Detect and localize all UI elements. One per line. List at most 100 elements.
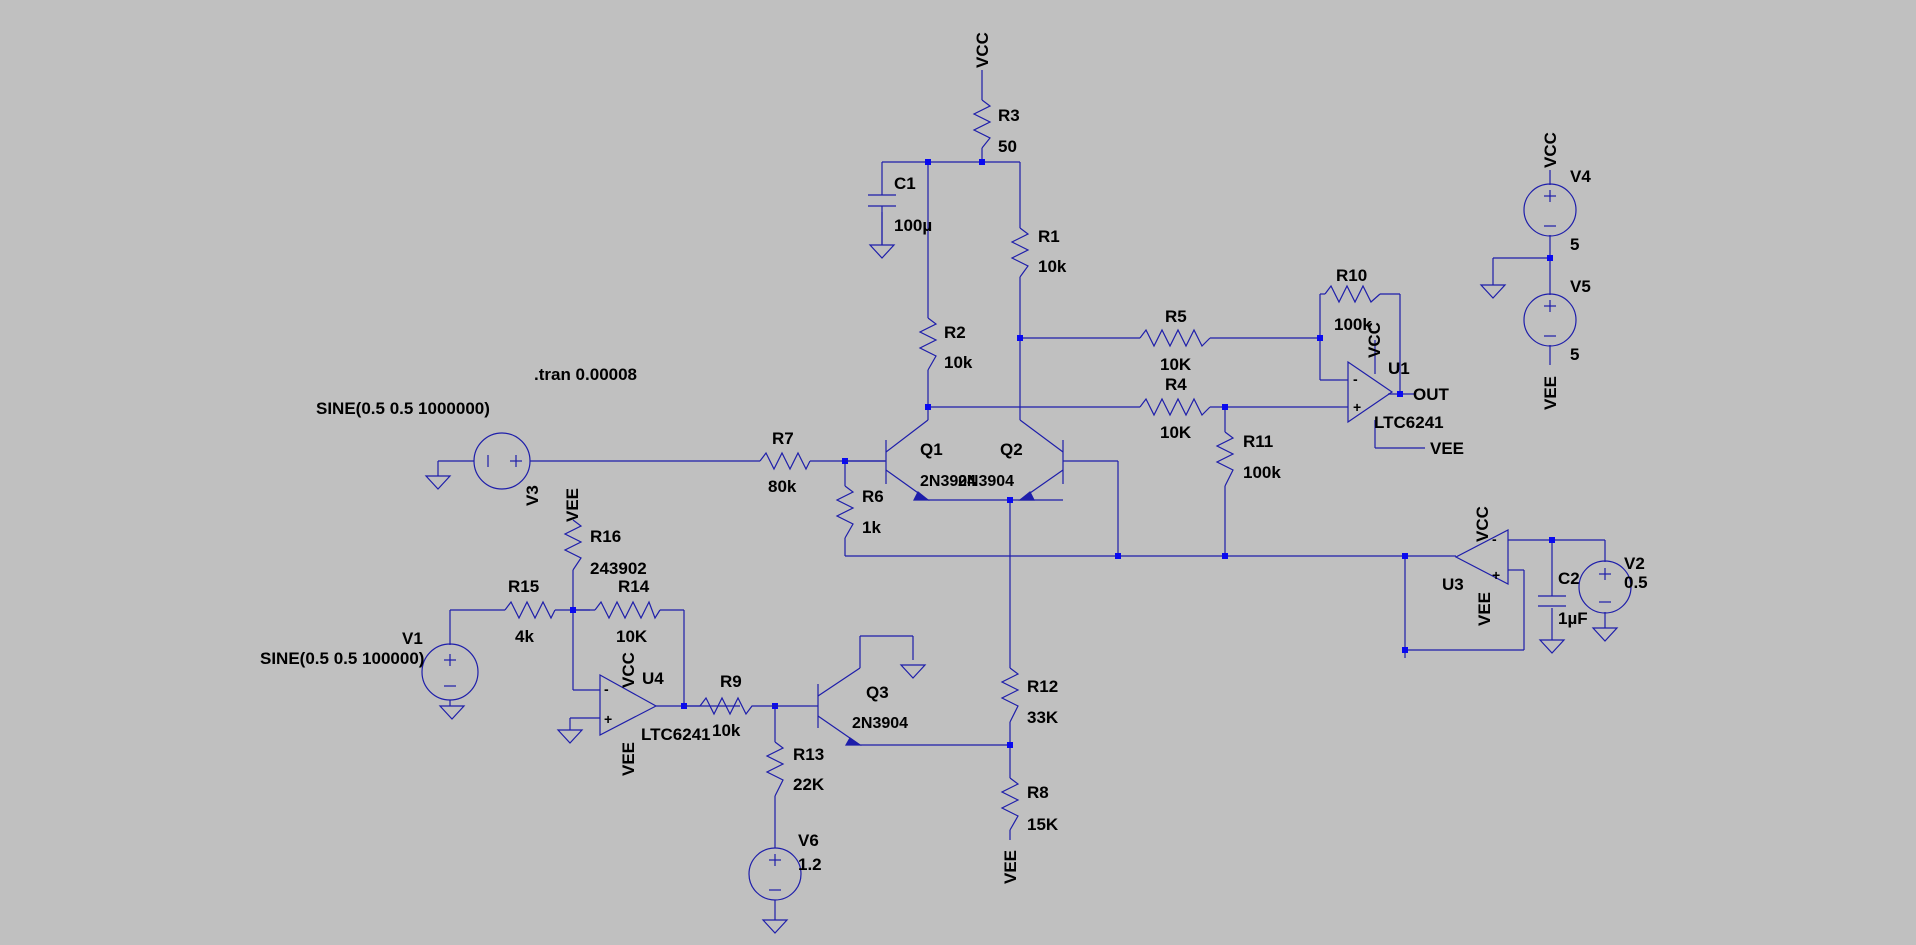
- resistor-r15[interactable]: R15 4k: [504, 577, 556, 646]
- resistor-r2[interactable]: R2 10k: [918, 317, 973, 372]
- r11-name: R11: [1243, 432, 1273, 451]
- vee-label-r8: VEE: [1001, 850, 1020, 884]
- source-v3[interactable]: SINE(0.5 0.5 1000000) V3: [316, 399, 542, 506]
- source-v4[interactable]: V4 5: [1523, 167, 1591, 254]
- resistor-r6[interactable]: R6 1k: [835, 485, 884, 539]
- source-v2[interactable]: V2 0.5: [1578, 554, 1648, 614]
- u4-vcc-label: VCC: [619, 652, 638, 688]
- v6-value: 1.2: [798, 855, 822, 874]
- r4-name: R4: [1165, 375, 1187, 394]
- resistor-r9[interactable]: R9 10k: [684, 672, 780, 740]
- r1-name: R1: [1038, 227, 1060, 246]
- r13-value: 22K: [793, 775, 825, 794]
- resistor-r10[interactable]: R10 100k: [1324, 266, 1381, 334]
- net-labels: VCC VCC VEE VEE VEE: [563, 32, 1560, 884]
- r5-value: 10K: [1160, 355, 1192, 374]
- source-v5[interactable]: V5 5: [1523, 277, 1591, 364]
- ground-symbols: [424, 244, 1619, 934]
- v4-value: 5: [1570, 235, 1579, 254]
- c2-value: 1µF: [1558, 609, 1588, 628]
- r8-value: 15K: [1027, 815, 1059, 834]
- resistor-r8[interactable]: R8 15K: [1000, 777, 1059, 834]
- opamp-u3[interactable]: - + U3 VCC VEE: [1442, 506, 1509, 626]
- resistor-r16[interactable]: R16 243902: [563, 519, 647, 578]
- r6-value: 1k: [862, 518, 881, 537]
- r8-name: R8: [1027, 783, 1049, 802]
- v3-name: V3: [523, 485, 542, 506]
- transistor-q1[interactable]: Q1 2N3904: [845, 419, 976, 501]
- r15-value: 4k: [515, 627, 534, 646]
- v3-value: SINE(0.5 0.5 1000000): [316, 399, 490, 418]
- u1-name: U1: [1388, 359, 1410, 378]
- r14-name: R14: [618, 577, 650, 596]
- r2-name: R2: [944, 323, 966, 342]
- resistor-r4[interactable]: R4 10K: [1139, 375, 1211, 442]
- junction-dots: [570, 159, 1555, 748]
- capacitor-c1[interactable]: C1 100µ: [868, 174, 932, 245]
- resistor-r7[interactable]: R7 80k: [759, 429, 811, 496]
- resistor-r12[interactable]: R12 33K: [1000, 667, 1059, 727]
- resistor-r14[interactable]: R14 10K: [594, 577, 661, 646]
- v1-name: V1: [402, 629, 423, 648]
- vee-label-v5: VEE: [1541, 376, 1560, 410]
- q2-name: Q2: [1000, 440, 1023, 459]
- spice-directive[interactable]: .tran 0.00008: [534, 365, 637, 384]
- r13-name: R13: [793, 745, 824, 764]
- r4-value: 10K: [1160, 423, 1192, 442]
- v6-name: V6: [798, 831, 819, 850]
- u4-vee-label: VEE: [619, 742, 638, 776]
- vee-label-r16: VEE: [563, 488, 582, 522]
- u1-model: LTC6241: [1374, 413, 1444, 432]
- u1-vcc-label: VCC: [1365, 322, 1384, 358]
- svg-text:+: +: [1353, 399, 1361, 415]
- r3-name: R3: [998, 106, 1020, 125]
- r7-value: 80k: [768, 477, 797, 496]
- opamp-u1[interactable]: - + U1 LTC6241 OUT VEE VCC: [1340, 322, 1464, 458]
- r14-value: 10K: [616, 627, 648, 646]
- v4-name: V4: [1570, 167, 1591, 186]
- r16-name: R16: [590, 527, 621, 546]
- r9-name: R9: [720, 672, 742, 691]
- r3-value: 50: [998, 137, 1017, 156]
- v2-name: V2: [1624, 554, 1645, 573]
- u3-name: U3: [1442, 575, 1464, 594]
- source-v1[interactable]: SINE(0.5 0.5 100000) V1: [260, 629, 479, 706]
- v5-value: 5: [1570, 345, 1579, 364]
- q3-name: Q3: [866, 683, 889, 702]
- r9-value: 10k: [712, 721, 741, 740]
- q3-model: 2N3904: [852, 715, 908, 732]
- svg-text:-: -: [604, 681, 609, 697]
- u1-out-label: OUT: [1413, 385, 1450, 404]
- resistor-r3[interactable]: R3 50: [972, 99, 1020, 156]
- resistor-r13[interactable]: R13 22K: [765, 741, 825, 797]
- u4-name: U4: [642, 669, 664, 688]
- r12-value: 33K: [1027, 708, 1059, 727]
- c2-name: C2: [1558, 569, 1580, 588]
- c1-name: C1: [894, 174, 916, 193]
- v5-name: V5: [1570, 277, 1591, 296]
- u3-vcc-label: VCC: [1473, 506, 1492, 542]
- wires: [437, 70, 1606, 920]
- r6-name: R6: [862, 487, 884, 506]
- svg-text:+: +: [604, 711, 612, 727]
- v1-value: SINE(0.5 0.5 100000): [260, 649, 424, 668]
- source-v6[interactable]: V6 1.2: [748, 831, 822, 901]
- transistor-q3[interactable]: Q3 2N3904: [810, 667, 908, 746]
- opamp-u4[interactable]: - + U4 LTC6241 VCC VEE: [599, 652, 711, 776]
- capacitor-c2[interactable]: C2 1µF: [1538, 569, 1588, 628]
- resistor-r5[interactable]: R5 10K: [1139, 307, 1211, 374]
- r2-value: 10k: [944, 353, 973, 372]
- resistor-r11[interactable]: R11 100k: [1215, 431, 1281, 487]
- r11-value: 100k: [1243, 463, 1281, 482]
- svg-text:+: +: [1492, 567, 1500, 583]
- u3-vee-label: VEE: [1475, 592, 1494, 626]
- q1-name: Q1: [920, 440, 943, 459]
- transistor-q2[interactable]: Q2 2N3904: [958, 419, 1064, 501]
- vcc-label-v4: VCC: [1541, 132, 1560, 168]
- r12-name: R12: [1027, 677, 1058, 696]
- q1-model: 2N3904: [920, 473, 976, 490]
- r7-name: R7: [772, 429, 794, 448]
- resistor-r1[interactable]: R1 10k: [1010, 227, 1067, 278]
- q2-model: 2N3904: [958, 473, 1014, 490]
